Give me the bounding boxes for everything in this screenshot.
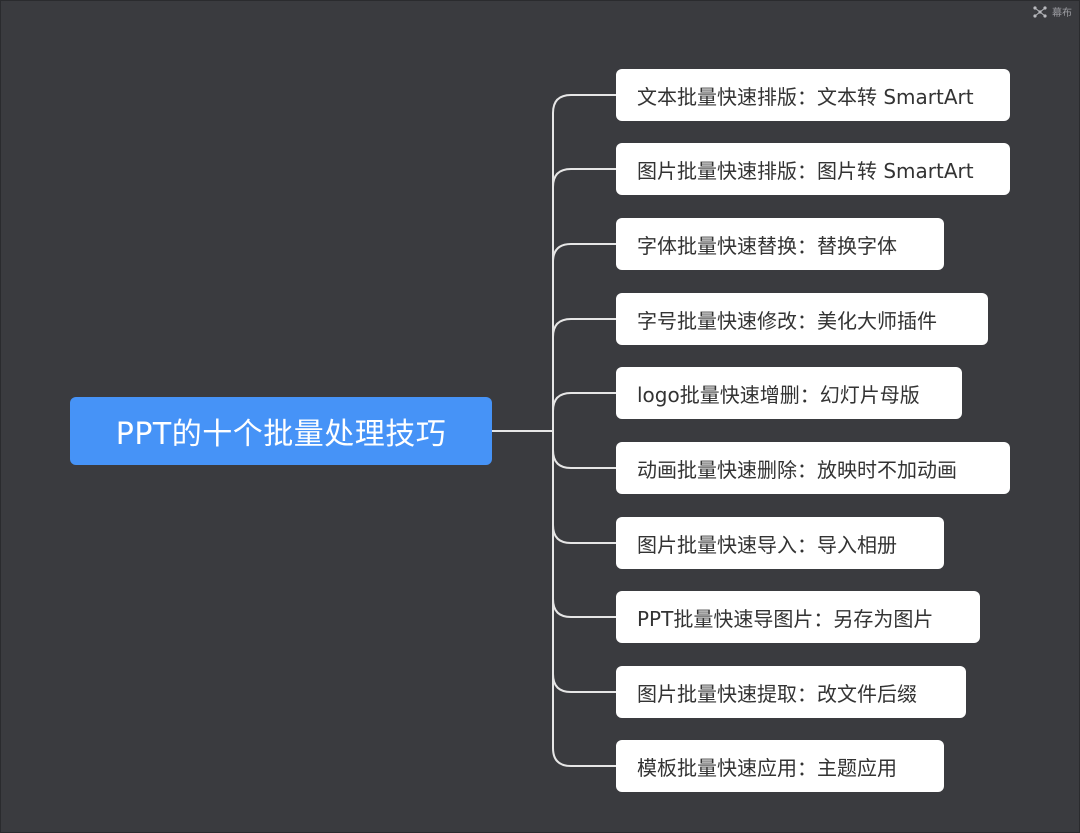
branch-topic-4[interactable]: 字号批量快速修改：美化大师插件 (616, 293, 988, 345)
branch-topic-3[interactable]: 字体批量快速替换：替换字体 (616, 218, 944, 270)
branch-topic-label: 文本批量快速排版：文本转 SmartArt (637, 84, 974, 109)
branch-topic-2[interactable]: 图片批量快速排版：图片转 SmartArt (616, 143, 1010, 195)
branch-topic-6[interactable]: 动画批量快速删除：放映时不加动画 (616, 442, 1010, 494)
branch-connector-6 (552, 449, 616, 469)
branch-topic-label: 图片批量快速排版：图片转 SmartArt (637, 158, 974, 183)
branch-connector-8 (552, 598, 616, 618)
branch-connector-1 (552, 94, 616, 431)
branch-topic-7[interactable]: 图片批量快速导入：导入相册 (616, 517, 944, 569)
branch-connector-10 (552, 431, 616, 767)
branch-topic-label: 动画批量快速删除：放映时不加动画 (637, 457, 957, 482)
watermark-label: 幕布 (1052, 8, 1072, 19)
branch-connector-3 (552, 243, 616, 263)
branch-topic-9[interactable]: 图片批量快速提取：改文件后缀 (616, 666, 966, 718)
branch-topic-label: PPT批量快速导图片：另存为图片 (637, 606, 934, 631)
branch-topic-label: 图片批量快速导入：导入相册 (637, 532, 897, 557)
branch-topic-5[interactable]: logo批量快速增删：幻灯片母版 (616, 367, 962, 419)
watermark: 幕布 (1033, 4, 1072, 19)
root-topic-label: PPT的十个批量处理技巧 (115, 417, 447, 452)
branch-topic-label: 图片批量快速提取：改文件后缀 (637, 681, 917, 706)
branch-topic-label: 字体批量快速替换：替换字体 (637, 233, 897, 258)
branch-connector-2 (552, 168, 616, 188)
root-topic[interactable]: PPT的十个批量处理技巧 (70, 397, 492, 465)
branch-topic-label: 模板批量快速应用：主题应用 (637, 755, 897, 780)
branch-connector-7 (552, 524, 616, 544)
branch-topic-8[interactable]: PPT批量快速导图片：另存为图片 (616, 591, 980, 643)
branch-connector-4 (552, 318, 616, 338)
branch-topic-label: 字号批量快速修改：美化大师插件 (637, 308, 937, 333)
branch-topic-1[interactable]: 文本批量快速排版：文本转 SmartArt (616, 69, 1010, 121)
branch-connector-5 (552, 392, 616, 412)
branch-topic-label: logo批量快速增删：幻灯片母版 (637, 382, 920, 407)
mubu-logo-icon (1033, 5, 1047, 18)
branch-connector-9 (552, 673, 616, 693)
branch-topic-10[interactable]: 模板批量快速应用：主题应用 (616, 740, 944, 792)
